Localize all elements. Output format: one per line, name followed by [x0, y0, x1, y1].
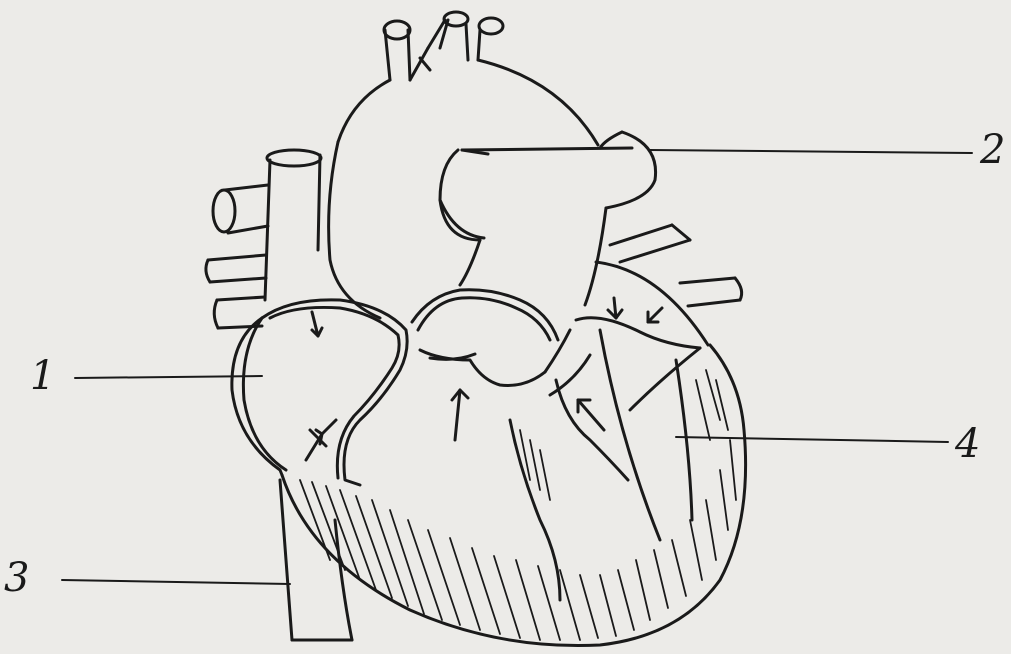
pulmonary-artery — [440, 132, 656, 305]
leader-line-4 — [676, 437, 948, 442]
pulmonary-veins-left — [206, 185, 268, 328]
label-3: 3 — [4, 558, 29, 598]
label-4: 4 — [955, 424, 980, 464]
pulmonary-veins-right — [610, 225, 742, 306]
label-1: 1 — [30, 356, 55, 396]
superior-vena-cava — [265, 150, 321, 300]
aorta — [329, 12, 598, 318]
label-2: 2 — [980, 130, 1005, 170]
leader-line-3 — [62, 580, 290, 584]
leader-line-2 — [650, 150, 972, 153]
left-ventricle — [576, 298, 700, 540]
leader-line-1 — [75, 376, 262, 378]
tricuspid-arrow — [306, 420, 336, 460]
right-atrium — [243, 300, 407, 485]
interventricular-septum — [412, 290, 628, 600]
myocardium-striations — [300, 370, 736, 640]
leader-lines — [62, 150, 972, 584]
